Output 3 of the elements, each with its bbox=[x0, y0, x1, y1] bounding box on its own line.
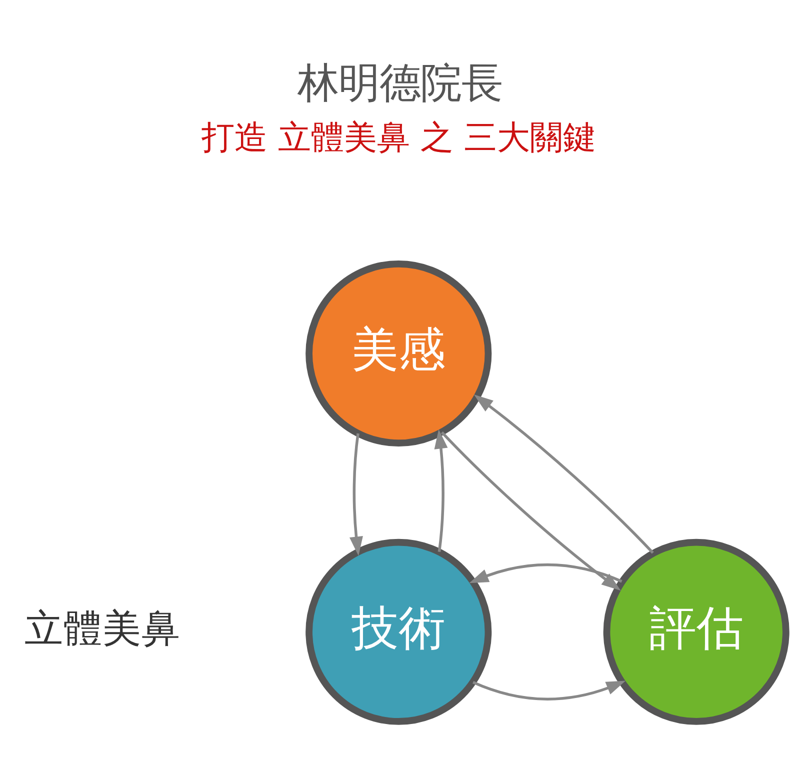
label: 立體美鼻 bbox=[24, 606, 180, 652]
label: 打造 立體美鼻 之 三大關鍵 bbox=[201, 117, 596, 156]
diagram-title: 林明德院長 bbox=[298, 59, 502, 108]
